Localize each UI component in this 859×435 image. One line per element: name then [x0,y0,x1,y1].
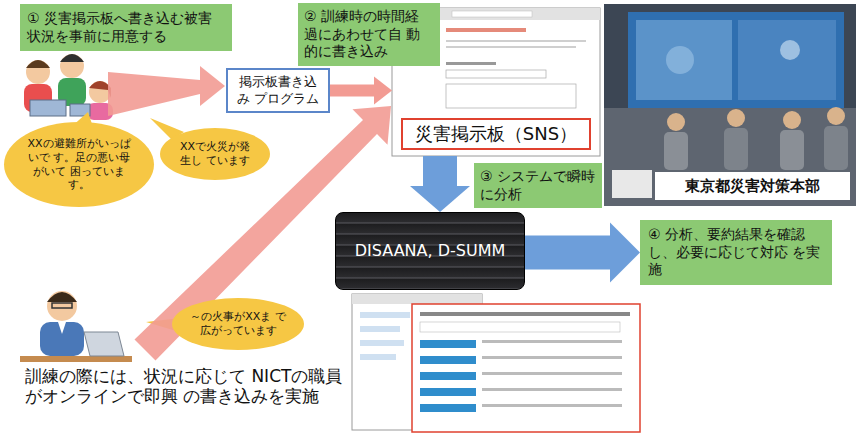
arrow-shaft [525,236,610,270]
server-stack: DISAANA, D-SUMM [335,212,525,290]
node-text: ③ システムで瞬時 に分析 [480,168,596,203]
speech-bubble: ～の火事がXXま で広がっています [172,298,304,350]
speech-bubble: XXの避難所がいっぱいで す。足の悪い母がいて 困っています。 [4,122,154,207]
analysis-screenshot [352,294,640,432]
node-text: XXの避難所がいっぱいで す。足の悪い母がいて 困っています。 [24,137,134,192]
node-text: ② 訓練時の時間経 過にあわせて自 動的に書き込み [304,8,434,61]
arrow-shaft [423,156,457,186]
node-text: 掲示板書き込み プログラム [234,74,322,107]
arrow-head [610,223,640,283]
input-arrow [108,66,225,116]
people-illustration [24,54,113,120]
flow-arrow [330,77,392,105]
step-box: ③ システムで瞬時 に分析 [474,163,602,208]
node-text: 東京都災害対策本部 [685,177,820,196]
arrow-shaft [330,85,374,97]
arrow-head [410,186,470,212]
program-box: 掲示板書き込み プログラム [226,68,330,113]
headquarters-photo [604,4,856,206]
flow-arrow [525,223,640,283]
step-box: ② 訓練時の時間経 過にあわせて自 動的に書き込み [298,3,440,66]
arrow-head [374,77,392,105]
photo-caption: 東京都災害対策本部 [655,172,850,200]
node-text: DISAANA, D-SUMM [355,241,505,261]
node-text: ④ 分析、要約結果を確認 し、必要に応じて対応 を実施 [648,226,824,279]
sns-board: 災害掲示板（SNS） [392,8,600,156]
staff-illustration [20,291,132,362]
step-box: ④ 分析、要約結果を確認 し、必要に応じて対応 を実施 [640,220,832,285]
step-box: ① 災害掲示板へ書き込む被害 状況を事前に用意する [20,4,232,51]
note-text: 訓練の際には、状況に応じて NICTの職員がオンラインで即興 の書き込みを実施 [25,366,347,407]
node-text: XXで火災が発生し ています [176,140,254,168]
speech-bubble: XXで火災が発生し ています [160,128,270,180]
node-text: ～の火事がXXま で広がっています [190,310,286,338]
flow-arrow [410,156,470,212]
node-text: ① 災害掲示板へ書き込む被害 状況を事前に用意する [27,10,225,45]
node-text: 災害掲示板（SNS） [401,118,591,151]
